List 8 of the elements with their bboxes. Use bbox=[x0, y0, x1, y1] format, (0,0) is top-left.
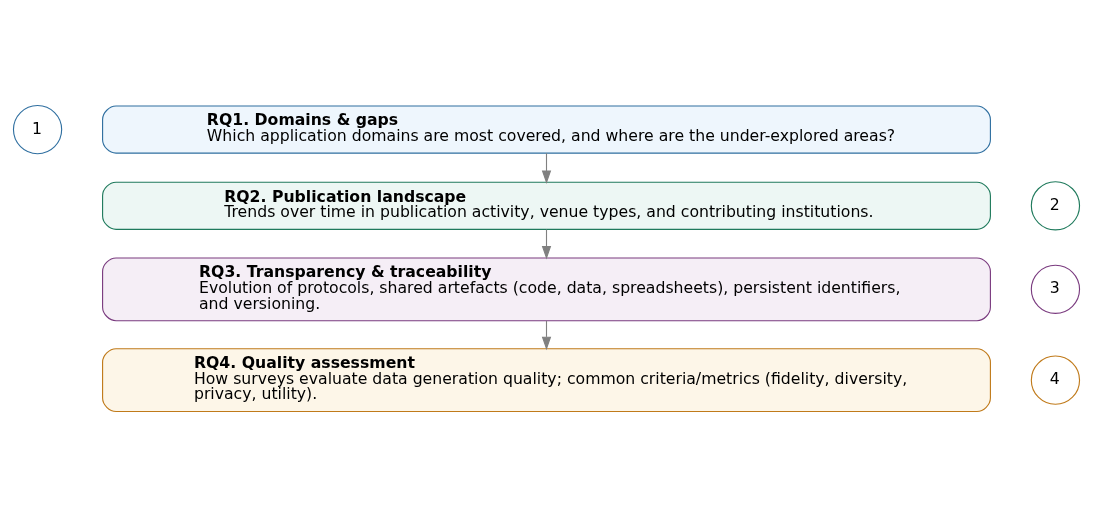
node-box: RQ4. Quality assessment How surveys evaluate data generation quality; common criteria/metrics (fidelity, diversity, privacy, utility). bbox=[102, 347, 991, 412]
node-box: RQ2. Publication landscape Trends over time in publication activity, venue types, and contributing institutions. bbox=[102, 181, 991, 230]
node-circle: 1 bbox=[12, 104, 63, 154]
node-box: RQ3. Transparency & traceability Evolution of protocols, shared artefacts (code, data, spreadsheets), persistent identifiers, and versioning. bbox=[102, 256, 991, 321]
node-circle: 2 bbox=[1030, 180, 1081, 230]
node-circle: 4 bbox=[1030, 354, 1081, 405]
node-box: RQ1. Domains & gaps Which application domains are most covered, and where are the under-explored areas? bbox=[102, 105, 991, 154]
node-circle: 3 bbox=[1030, 264, 1081, 314]
